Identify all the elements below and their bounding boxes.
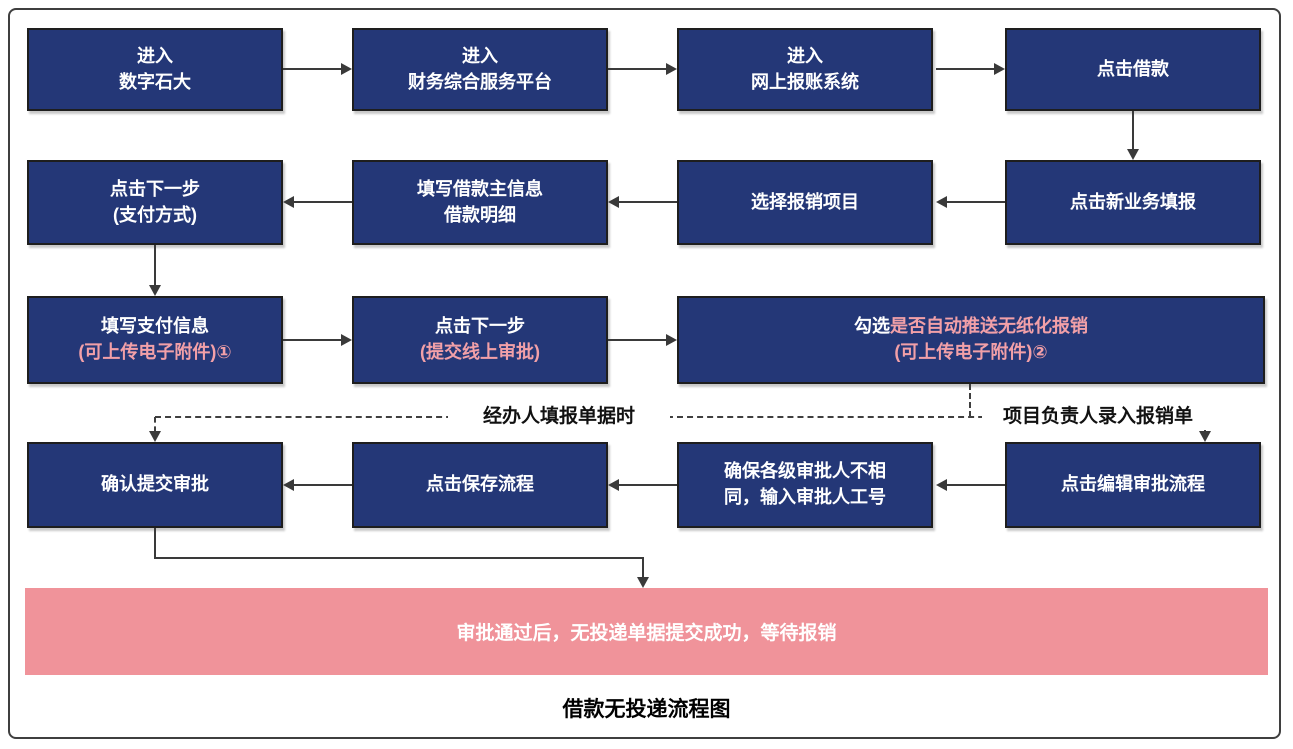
dashed-connector <box>969 384 971 417</box>
result-text: 审批通过后，无投递单据提交成功，等待报销 <box>456 623 837 644</box>
result-banner: 审批通过后，无投递单据提交成功，等待报销 <box>25 588 1268 675</box>
arrow-down-icon <box>149 285 161 296</box>
node-fill-payment-info: 填写支付信息 (可上传电子附件)① <box>27 296 283 384</box>
node-click-next-submit: 点击下一步 (提交线上审批) <box>352 296 608 384</box>
arrow-down-icon <box>1127 149 1139 160</box>
flow-connector <box>947 484 1005 486</box>
arrow-right-icon <box>341 63 352 75</box>
arrow-down-icon <box>1199 431 1211 442</box>
node-text: (提交线上审批) <box>420 342 540 362</box>
arrow-left-icon <box>283 479 294 491</box>
branch-label-project-leader: 项目负责人录入报销单 <box>982 404 1214 430</box>
node-text: 点击下一步 <box>435 316 525 337</box>
flow-connector <box>642 557 644 578</box>
node-text: 进入 <box>462 45 498 66</box>
flow-connector <box>947 201 1005 203</box>
node-enter-digital: 进入 数字石大 <box>27 28 283 111</box>
branch-label-handler: 经办人填报单据时 <box>448 404 670 430</box>
flow-connector <box>1132 111 1134 150</box>
flow-connector <box>283 339 342 341</box>
node-click-save-flow: 点击保存流程 <box>352 442 608 528</box>
dashed-connector <box>154 417 156 432</box>
flow-connector <box>619 201 677 203</box>
node-click-edit-approval-flow: 点击编辑审批流程 <box>1005 442 1261 528</box>
node-text: 点击保存流程 <box>426 474 534 495</box>
node-enter-finance-platform: 进入 财务综合服务平台 <box>352 28 608 111</box>
node-text: 进入 <box>137 45 173 66</box>
flow-connector <box>936 68 995 70</box>
arrow-left-icon <box>936 196 947 208</box>
node-text: 点击新业务填报 <box>1070 191 1196 212</box>
node-click-next-payment: 点击下一步 (支付方式) <box>27 160 283 245</box>
node-text: 勾选是否自动推送无纸化报销 <box>854 316 1088 337</box>
node-text: 填写借款主信息 <box>417 178 543 199</box>
flow-connector <box>154 557 644 559</box>
node-text: 同，输入审批人工号 <box>724 487 886 507</box>
node-text: 确保各级审批人不相 <box>724 461 886 482</box>
node-text: 网上报账系统 <box>751 71 859 92</box>
arrow-down-icon <box>637 577 649 588</box>
node-text: (可上传电子附件)① <box>78 342 232 362</box>
arrow-left-icon <box>936 479 947 491</box>
arrow-right-icon <box>666 334 677 346</box>
node-click-new-business: 点击新业务填报 <box>1005 160 1261 245</box>
node-ensure-approvers: 确保各级审批人不相 同，输入审批人工号 <box>677 442 933 528</box>
flow-connector <box>608 68 667 70</box>
node-enter-online-reimburse: 进入 网上报账系统 <box>677 28 933 111</box>
flow-connector <box>154 528 156 559</box>
node-check-auto-push: 勾选是否自动推送无纸化报销 (可上传电子附件)② <box>677 296 1265 384</box>
node-text: (支付方式) <box>113 204 197 225</box>
node-select-reimburse-project: 选择报销项目 <box>677 160 933 245</box>
node-click-loan: 点击借款 <box>1005 28 1261 111</box>
node-text: 点击编辑审批流程 <box>1061 474 1205 495</box>
arrow-right-icon <box>666 63 677 75</box>
arrow-right-icon <box>994 63 1005 75</box>
node-text: 点击借款 <box>1097 58 1169 79</box>
arrow-left-icon <box>283 196 294 208</box>
node-text: 填写支付信息 <box>101 316 209 337</box>
node-confirm-submit-approval: 确认提交审批 <box>27 442 283 528</box>
flow-connector <box>294 484 352 486</box>
flow-connector <box>154 245 156 286</box>
node-text: 点击下一步 <box>110 178 200 199</box>
outer-border <box>8 8 1281 739</box>
flow-connector <box>608 339 667 341</box>
flow-connector <box>619 484 677 486</box>
node-text: 数字石大 <box>119 71 191 92</box>
diagram-title: 借款无投递流程图 <box>562 698 731 721</box>
node-text: (可上传电子附件)② <box>894 342 1048 362</box>
flow-connector <box>294 201 352 203</box>
node-text: 借款明细 <box>444 204 516 225</box>
node-text: 选择报销项目 <box>751 191 859 212</box>
dashed-connector <box>155 416 1205 418</box>
node-fill-loan-main-info: 填写借款主信息 借款明细 <box>352 160 608 245</box>
flow-connector <box>283 68 342 70</box>
node-text: 财务综合服务平台 <box>408 71 552 92</box>
arrow-left-icon <box>608 479 619 491</box>
arrow-right-icon <box>341 334 352 346</box>
arrow-left-icon <box>608 196 619 208</box>
arrow-down-icon <box>149 431 161 442</box>
node-text: 进入 <box>787 45 823 66</box>
node-text: 确认提交审批 <box>101 474 209 495</box>
